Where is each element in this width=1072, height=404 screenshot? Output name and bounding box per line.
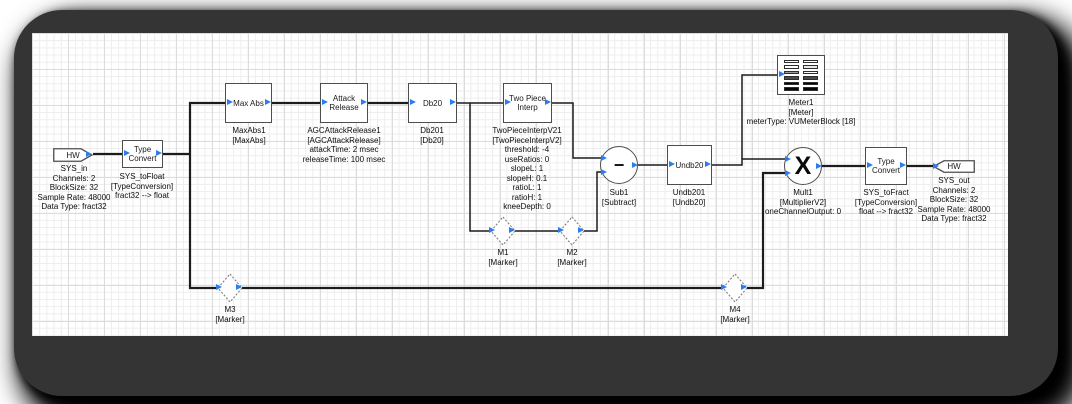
input-pin[interactable] xyxy=(669,161,675,167)
block-caption: Undb201[Undb20] xyxy=(672,188,706,207)
hw-output-shape xyxy=(933,160,975,173)
block-marker-m1[interactable] xyxy=(489,216,516,246)
block-title: Type Convert xyxy=(128,145,157,163)
output-pin[interactable] xyxy=(361,99,367,105)
block-caption: Meter1[Meter]meterType: VUMeterBlock [18… xyxy=(746,98,856,126)
block-db20[interactable]: Db20 xyxy=(408,83,457,123)
input-pin[interactable] xyxy=(505,99,511,105)
input-pin[interactable] xyxy=(785,156,791,162)
input-pin[interactable] xyxy=(785,170,791,176)
wire-twopieceinterp-sub1[interactable] xyxy=(552,102,602,159)
block-title: Max Abs xyxy=(233,98,264,108)
wire-db20-m1[interactable] xyxy=(469,103,491,232)
block-caption: M3[Marker] xyxy=(215,305,245,324)
block-marker-m2[interactable] xyxy=(558,216,585,246)
output-pin[interactable] xyxy=(86,151,92,157)
marker-diamond-icon xyxy=(559,216,585,246)
output-pin[interactable] xyxy=(509,227,515,233)
block-caption: M4[Marker] xyxy=(720,305,750,324)
block-sub1[interactable]: − xyxy=(600,146,638,184)
subtract-icon: − xyxy=(613,155,625,175)
block-title: HW xyxy=(947,162,961,171)
wire-undb20-mult1[interactable] xyxy=(712,158,787,166)
block-caption: Sub1[Subtract] xyxy=(601,188,637,207)
block-sys-tofloat[interactable]: Type Convert xyxy=(122,140,163,168)
block-caption: Db201[Db20] xyxy=(420,126,444,145)
block-caption: M1[Marker] xyxy=(488,248,518,267)
block-attack-release[interactable]: Attack Release xyxy=(320,83,368,123)
multiply-icon: X xyxy=(794,151,812,180)
block-title: Db20 xyxy=(422,98,443,108)
wire-m4-mult1[interactable] xyxy=(747,171,787,290)
input-pin[interactable] xyxy=(867,162,873,168)
output-pin[interactable] xyxy=(236,284,242,290)
vu-meter-icon xyxy=(784,59,818,91)
input-pin[interactable] xyxy=(322,99,328,105)
block-two-piece-interp[interactable]: Two Piece Interp xyxy=(503,83,552,123)
input-pin[interactable] xyxy=(933,163,939,169)
block-sys-out[interactable]: HW xyxy=(933,160,975,173)
input-pin[interactable] xyxy=(216,284,222,290)
input-pin[interactable] xyxy=(410,99,416,105)
input-pin[interactable] xyxy=(558,227,564,233)
input-pin[interactable] xyxy=(489,227,495,233)
output-pin[interactable] xyxy=(265,99,271,105)
marker-diamond-icon xyxy=(217,273,243,303)
wire-layer xyxy=(93,74,933,290)
wire-junction-m3[interactable] xyxy=(188,154,218,290)
block-meter1[interactable] xyxy=(777,55,825,95)
block-caption: M2[Marker] xyxy=(557,248,587,267)
block-title: HW xyxy=(66,150,80,160)
input-pin[interactable] xyxy=(227,99,233,105)
output-pin[interactable] xyxy=(632,162,638,168)
block-caption: SYS_toFloat[TypeConversion]fract32 --> f… xyxy=(110,172,174,200)
block-marker-m3[interactable] xyxy=(216,273,243,303)
block-mult1[interactable]: X xyxy=(784,147,822,185)
block-caption: Mult1[MultiplierV2]oneChannelOutput: 0 xyxy=(764,188,842,216)
wire-m2-sub1[interactable] xyxy=(584,171,602,232)
block-undb20[interactable]: Undb20 xyxy=(667,145,712,185)
output-pin[interactable] xyxy=(578,227,584,233)
block-sys-tofract[interactable]: Type Convert xyxy=(865,147,907,185)
block-marker-m4[interactable] xyxy=(721,273,748,303)
block-caption: AGCAttackRelease1[AGCAttackRelease]attac… xyxy=(302,126,386,164)
input-pin[interactable] xyxy=(721,284,727,290)
block-caption: MaxAbs1[MaxAbs] xyxy=(232,126,266,145)
output-pin[interactable] xyxy=(816,163,822,169)
wire-undb20-meter1[interactable] xyxy=(741,74,777,159)
block-maxabs[interactable]: Max Abs xyxy=(225,83,272,123)
block-caption: SYS_toFract[TypeConversion]float --> fra… xyxy=(854,188,918,216)
block-caption: TwoPieceInterpV21[TwoPieceInterpV2]thres… xyxy=(492,126,562,211)
input-pin[interactable] xyxy=(601,155,607,161)
block-sys-in[interactable]: HW xyxy=(53,148,93,162)
block-title: Attack Release xyxy=(329,94,359,112)
marker-diamond-icon xyxy=(722,273,748,303)
output-pin[interactable] xyxy=(705,161,711,167)
block-title: Type Convert xyxy=(871,157,900,175)
output-pin[interactable] xyxy=(156,150,162,156)
output-pin[interactable] xyxy=(545,99,551,105)
output-pin[interactable] xyxy=(741,284,747,290)
input-pin[interactable] xyxy=(601,169,607,175)
output-pin[interactable] xyxy=(450,99,456,105)
hw-input-shape xyxy=(53,148,93,162)
block-title: Two Piece Interp xyxy=(509,94,546,112)
marker-diamond-icon xyxy=(490,216,516,246)
block-title: Undb20 xyxy=(675,160,704,170)
input-pin[interactable] xyxy=(124,150,130,156)
wire-junction-maxabs[interactable] xyxy=(188,101,225,154)
output-pin[interactable] xyxy=(900,162,906,168)
input-pin[interactable] xyxy=(779,71,785,77)
